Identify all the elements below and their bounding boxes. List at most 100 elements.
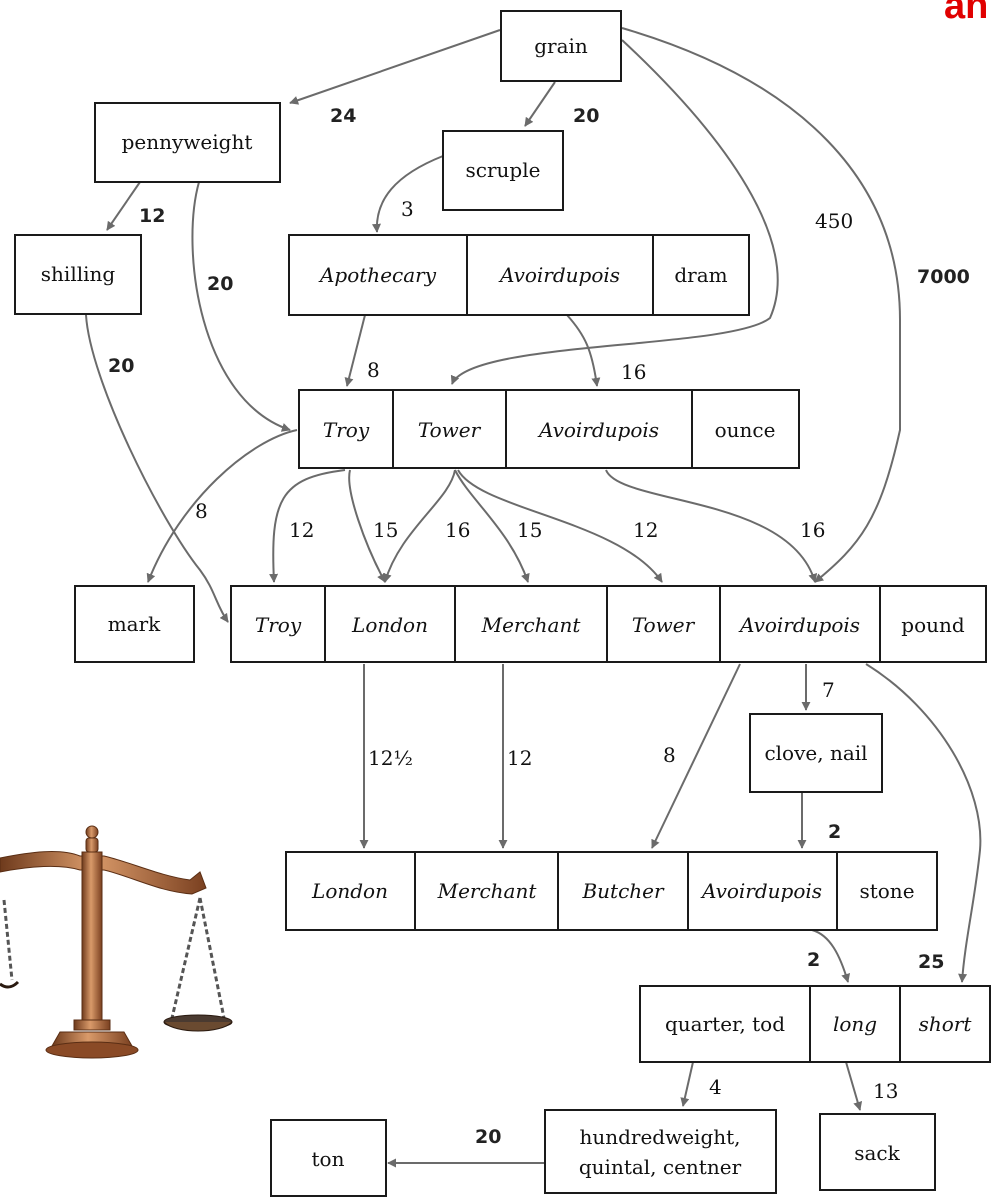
label-grain-avdp-pound: 7000 bbox=[917, 266, 970, 288]
node-clove: clove, nail bbox=[749, 713, 883, 793]
stone-unit-label: stone bbox=[859, 879, 914, 903]
node-grain-label: grain bbox=[534, 34, 588, 58]
edge-quarter-hundredweight bbox=[680, 1061, 694, 1107]
edge-scruple-apothecary bbox=[372, 155, 444, 233]
node-mark: mark bbox=[74, 585, 195, 663]
label-troy-ounce-london-pound: 15 bbox=[373, 518, 398, 542]
edges bbox=[85, 27, 982, 1168]
edge-avdp-ounce-avdp-pound bbox=[605, 469, 818, 583]
node-sack: sack bbox=[819, 1113, 936, 1191]
node-shilling-label: shilling bbox=[41, 262, 116, 286]
dram-cell-avoirdupois: Avoirdupois bbox=[498, 263, 620, 287]
stone-cell-london: London bbox=[311, 879, 388, 903]
edge-pennyweight-shilling bbox=[106, 181, 141, 231]
edge-long-sack bbox=[845, 1061, 863, 1111]
quarter-cell-long: long bbox=[833, 1012, 877, 1036]
node-clove-label: clove, nail bbox=[764, 741, 867, 765]
node-ounce: Troy Tower Avoirdupois ounce bbox=[298, 389, 800, 469]
pound-unit-label: pound bbox=[901, 613, 965, 637]
balance-scale-icon bbox=[0, 825, 233, 1059]
node-dram: Apothecary Avoirdupois dram bbox=[288, 234, 750, 316]
edge-pound-short bbox=[865, 663, 982, 983]
edge-troy-ounce-mark bbox=[146, 429, 298, 583]
node-quarter: quarter, tod long short bbox=[639, 985, 991, 1063]
edge-apothecary-troy-ounce bbox=[344, 314, 366, 387]
edge-grain-avdp-pound bbox=[621, 27, 901, 583]
edge-troy-ounce-troy-pound bbox=[269, 469, 346, 583]
label-tower-ounce-london-pound: 16 bbox=[445, 518, 470, 542]
label-avdp-stone-quarter: 2 bbox=[807, 949, 820, 971]
edge-grain-tower-ounce bbox=[450, 39, 779, 385]
edge-avdp-pound-butcher-stone bbox=[651, 663, 741, 849]
label-avdp-pound-clove: 7 bbox=[822, 678, 835, 702]
label-merchant-pound-stone: 12 bbox=[507, 746, 532, 770]
edge-tower-ounce-tower-pound bbox=[457, 469, 663, 583]
node-hundredweight-line2: quintal, centner bbox=[579, 1155, 742, 1179]
label-scruple-apothecary: 3 bbox=[401, 197, 414, 221]
quarter-cell-quarter-tod: quarter, tod bbox=[665, 1012, 785, 1036]
edge-tower-ounce-london-pound bbox=[382, 469, 456, 583]
label-london-pound-stone: 12½ bbox=[368, 746, 413, 770]
label-apothecary-troy-ounce: 8 bbox=[367, 358, 380, 382]
label-grain-pennyweight: 24 bbox=[330, 105, 356, 127]
label-long-sack: 13 bbox=[873, 1079, 898, 1103]
ounce-cell-avoirdupois: Avoirdupois bbox=[537, 418, 659, 442]
node-scruple-label: scruple bbox=[466, 158, 541, 182]
ounce-cell-troy: Troy bbox=[323, 418, 370, 442]
edge-avdp-stone-quarter bbox=[811, 929, 851, 983]
node-sack-label: sack bbox=[854, 1141, 900, 1165]
stone-cell-avoirdupois: Avoirdupois bbox=[700, 879, 822, 903]
label-troy-ounce-troy-pound: 12 bbox=[289, 518, 314, 542]
label-avdp-dram-ounce: 16 bbox=[621, 360, 646, 384]
node-scruple: scruple bbox=[442, 130, 564, 211]
node-ton-label: ton bbox=[312, 1147, 345, 1171]
pound-cell-tower: Tower bbox=[632, 613, 696, 637]
label-quarter-hundredweight: 4 bbox=[709, 1075, 722, 1099]
pound-cell-london: London bbox=[351, 613, 428, 637]
edge-troy-ounce-london-pound bbox=[348, 469, 386, 583]
pound-cell-troy: Troy bbox=[255, 613, 302, 637]
label-avdp-pound-butcher-stone: 8 bbox=[663, 743, 676, 767]
label-clove-avdp-stone: 2 bbox=[828, 821, 841, 843]
node-hundredweight-line1: hundredweight, bbox=[579, 1125, 740, 1149]
label-pound-short: 25 bbox=[918, 951, 944, 973]
edge-avdp-dram-ounce bbox=[566, 314, 601, 387]
edge-grain-pennyweight bbox=[289, 29, 501, 105]
corner-text: an bbox=[944, 0, 988, 27]
label-pennyweight-troy-ounce: 20 bbox=[207, 273, 233, 295]
label-pennyweight-shilling: 12 bbox=[139, 205, 165, 227]
label-tower-ounce-merchant-pound: 15 bbox=[517, 518, 542, 542]
label-shilling-troy-pound: 20 bbox=[108, 355, 134, 377]
stone-cell-butcher: Butcher bbox=[581, 879, 665, 903]
edge-shilling-troy-pound bbox=[85, 314, 229, 623]
edge-grain-scruple bbox=[524, 81, 556, 127]
node-ton: ton bbox=[270, 1119, 387, 1197]
edge-pennyweight-troy-ounce bbox=[191, 181, 291, 432]
label-hundredweight-ton: 20 bbox=[475, 1126, 501, 1148]
node-mark-label: mark bbox=[108, 612, 161, 636]
dram-unit-label: dram bbox=[674, 263, 727, 287]
stone-cell-merchant: Merchant bbox=[437, 879, 538, 903]
label-grain-tower-ounce: 450 bbox=[815, 209, 853, 233]
pound-cell-avoirdupois: Avoirdupois bbox=[738, 613, 860, 637]
ounce-unit-label: ounce bbox=[715, 418, 776, 442]
node-hundredweight: hundredweight, quintal, centner bbox=[544, 1109, 777, 1194]
quarter-cell-short: short bbox=[919, 1012, 973, 1036]
label-troy-ounce-mark: 8 bbox=[195, 499, 208, 523]
node-pennyweight-label: pennyweight bbox=[122, 130, 253, 154]
node-grain: grain bbox=[500, 10, 622, 82]
pound-cell-merchant: Merchant bbox=[481, 613, 582, 637]
node-pennyweight: pennyweight bbox=[94, 102, 281, 183]
ounce-cell-tower: Tower bbox=[418, 418, 482, 442]
label-avdp-ounce-avdp-pound: 16 bbox=[800, 518, 825, 542]
edge-labels: 24 20 450 7000 12 20 3 20 8 16 8 12 15 1… bbox=[108, 105, 970, 1148]
node-shilling: shilling bbox=[14, 234, 142, 315]
label-tower-ounce-tower-pound: 12 bbox=[633, 518, 658, 542]
label-grain-scruple: 20 bbox=[573, 105, 599, 127]
dram-cell-apothecary: Apothecary bbox=[318, 263, 437, 287]
edge-tower-ounce-merchant-pound bbox=[454, 469, 530, 583]
node-pound: Troy London Merchant Tower Avoirdupois p… bbox=[230, 585, 987, 663]
node-stone: London Merchant Butcher Avoirdupois ston… bbox=[285, 851, 938, 931]
